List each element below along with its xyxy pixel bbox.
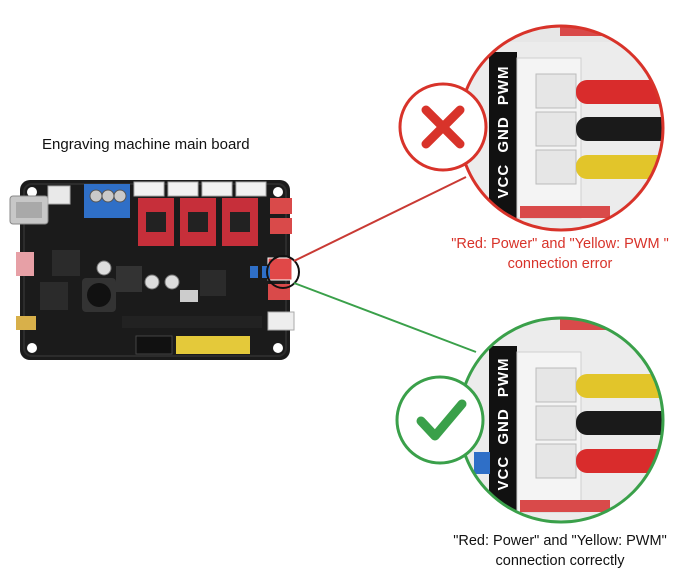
board-title: Engraving machine main board	[42, 136, 250, 153]
wire-red	[576, 80, 663, 104]
check-icon	[395, 375, 485, 465]
correct-pointer-line	[293, 282, 477, 353]
label-pwm: PWM	[495, 65, 512, 105]
label-gnd: GND	[495, 116, 512, 152]
wire-black	[576, 411, 663, 435]
stepper-drivers	[138, 198, 258, 246]
wire-group-error	[576, 80, 663, 179]
wire-black	[576, 117, 663, 141]
wire-group-correct	[576, 374, 663, 473]
svg-text:VCC GND PWM: VCC GND PWM	[495, 357, 512, 490]
error-pointer-line	[293, 176, 467, 262]
label-gnd: GND	[495, 408, 512, 444]
connector-highlight	[266, 255, 300, 289]
error-caption-line1: "Red: Power" and "Yellow: PWM "	[451, 236, 669, 252]
correct-caption: "Red: Power" and "Yellow: PWM" connectio…	[410, 531, 691, 571]
error-caption: "Red: Power" and "Yellow: PWM " connecti…	[410, 234, 691, 274]
svg-text:VCC GND PWM: VCC GND PWM	[495, 65, 512, 198]
terminal-block	[84, 184, 130, 218]
main-board	[9, 180, 295, 360]
label-pwm: PWM	[495, 357, 512, 397]
error-zoom: VCC GND PWM	[398, 24, 665, 232]
correct-caption-line2: connection correctly	[495, 553, 625, 569]
cross-icon	[398, 82, 488, 172]
correct-caption-line1: "Red: Power" and "Yellow: PWM"	[453, 533, 667, 549]
wire-yellow	[576, 374, 663, 398]
wire-red	[576, 449, 663, 473]
error-caption-line2: connection error	[507, 256, 613, 272]
label-vcc: VCC	[495, 164, 512, 199]
label-vcc: VCC	[495, 456, 512, 491]
wire-yellow	[576, 155, 663, 179]
correct-zoom: VCC GND PWM	[395, 316, 665, 524]
